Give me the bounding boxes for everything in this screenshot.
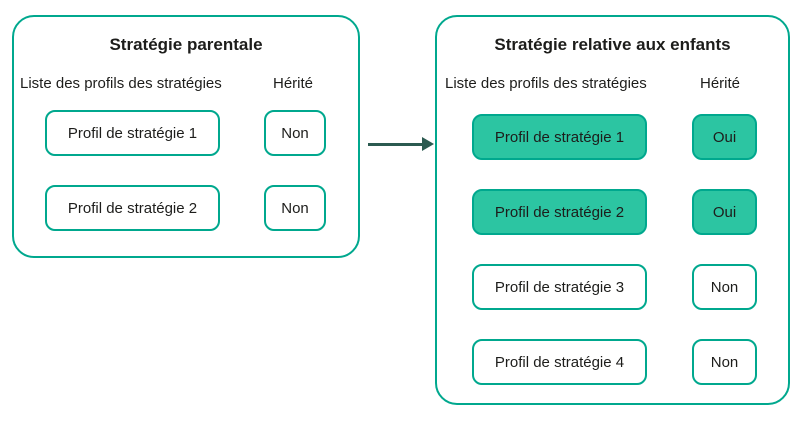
child-profile-box-4: Profil de stratégie 4	[472, 339, 647, 385]
parent-policy-title: Stratégie parentale	[109, 35, 263, 54]
child-inherited-box-1: Oui	[692, 114, 757, 160]
parent-profile-box-1: Profil de stratégie 1	[45, 110, 220, 156]
inheritance-arrow-icon	[368, 131, 434, 159]
child-inherited-box-4: Non	[692, 339, 757, 385]
child-inherited-box-3: Non	[692, 264, 757, 310]
arrow-head-icon	[422, 137, 434, 151]
child-policy-panel: Stratégie relative aux enfants Liste des…	[435, 15, 790, 405]
arrow-line	[368, 143, 423, 146]
parent-column-label-profiles: Liste des profils des stratégies	[20, 75, 222, 92]
child-inherited-box-2: Oui	[692, 189, 757, 235]
child-profile-box-3: Profil de stratégie 3	[472, 264, 647, 310]
child-column-label-inherited: Hérité	[700, 75, 741, 92]
parent-inherited-box-1: Non	[264, 110, 326, 156]
child-column-label-profiles: Liste des profils des stratégies	[445, 75, 647, 92]
child-profile-box-2: Profil de stratégie 2	[472, 189, 647, 235]
child-policy-title: Stratégie relative aux enfants	[494, 35, 731, 54]
parent-column-label-inherited: Hérité	[273, 75, 314, 92]
parent-policy-panel: Stratégie parentale Liste des profils de…	[12, 15, 360, 258]
child-profile-box-1: Profil de stratégie 1	[472, 114, 647, 160]
parent-inherited-box-2: Non	[264, 185, 326, 231]
parent-profile-box-2: Profil de stratégie 2	[45, 185, 220, 231]
